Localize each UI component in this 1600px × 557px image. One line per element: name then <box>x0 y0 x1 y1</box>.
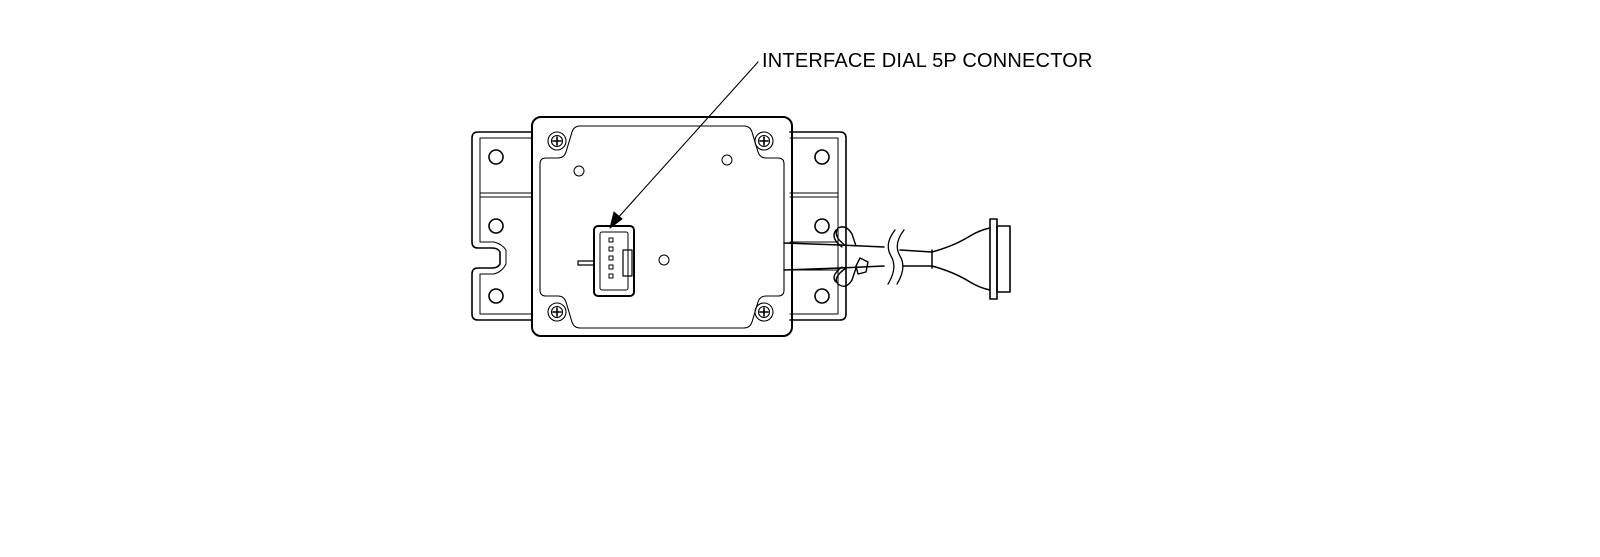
pin-hole-top-right <box>722 155 732 165</box>
screw-bottom-right <box>755 303 773 321</box>
pin-hole-top-left <box>574 166 584 176</box>
callout-arrowhead <box>610 212 622 228</box>
cable-break-symbol <box>888 230 895 284</box>
housing-inner-panel <box>540 126 784 328</box>
connector-pin-3 <box>609 256 613 260</box>
cable-clamp <box>834 227 868 286</box>
mount-hole-left-top <box>489 150 503 164</box>
left-mounting-bracket <box>472 132 532 320</box>
pin-hole-center <box>659 255 669 265</box>
connector-pin-4 <box>609 265 613 269</box>
right-mounting-bracket <box>790 132 846 320</box>
mount-hole-right-bottom <box>815 289 829 303</box>
cable-plug <box>990 219 1010 299</box>
interface-dial-5p-connector <box>578 226 634 296</box>
mount-hole-right-top <box>815 150 829 164</box>
connector-pin-2 <box>609 247 613 251</box>
mount-hole-right-middle <box>815 219 829 233</box>
connector-pin-1 <box>609 238 613 242</box>
connector-pin-5 <box>609 274 613 278</box>
cable-harness <box>784 228 990 290</box>
mount-hole-left-middle <box>489 219 503 233</box>
connector-callout-label: INTERFACE DIAL 5P CONNECTOR <box>762 50 1093 72</box>
mount-hole-left-bottom <box>489 289 503 303</box>
unit-housing <box>532 117 792 336</box>
screw-top-left <box>548 132 566 150</box>
housing-outer <box>532 117 792 336</box>
screw-top-right <box>755 132 773 150</box>
screw-bottom-left <box>548 303 566 321</box>
callout-leader <box>610 62 758 228</box>
